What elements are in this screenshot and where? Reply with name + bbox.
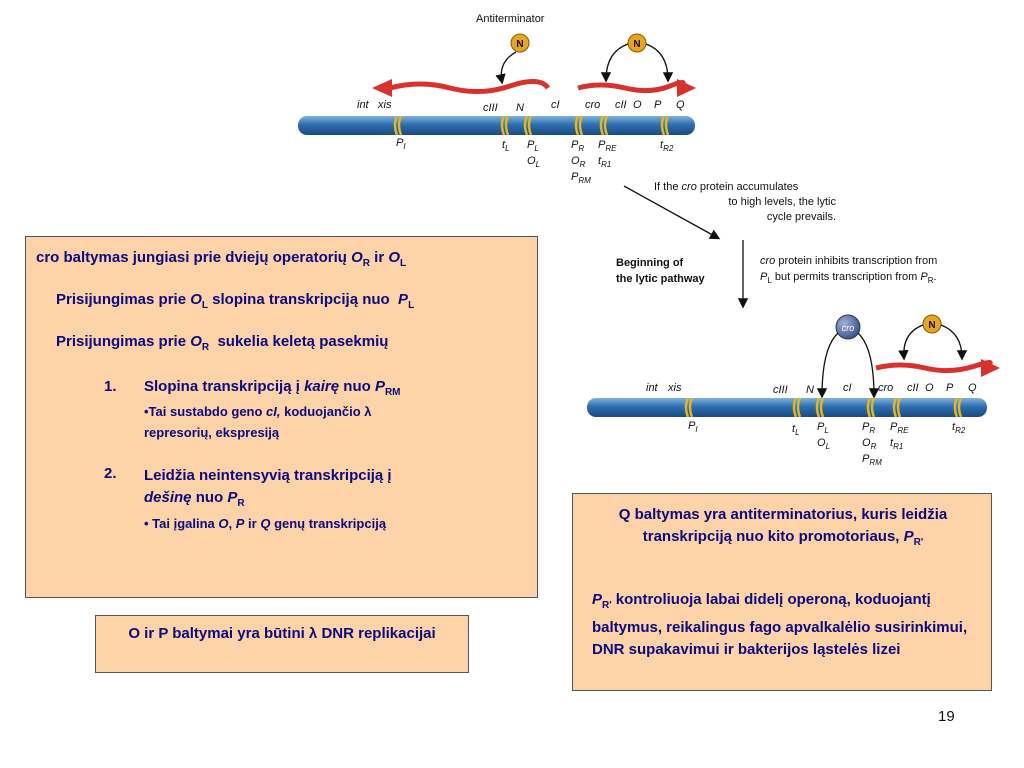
- gene-n-b: N: [806, 384, 814, 396]
- mrna-left-arrow: [372, 79, 551, 97]
- site-tr2-bottom: tR2: [952, 421, 966, 435]
- dna-strand-bottom: [587, 398, 987, 417]
- q-protein-box: Q baltymas yra antiterminatorius, kuris …: [572, 493, 992, 691]
- beginning-label-1: Beginning of: [616, 257, 684, 269]
- site-tr2-top: tR2: [660, 139, 674, 153]
- consequence-subitem-2: • Tai įgalina O, P ir Q genų transkripci…: [144, 516, 387, 531]
- accumulate-note-1: If the cro protein accumulates: [654, 181, 799, 193]
- site-or-top: OR: [571, 155, 586, 169]
- gene-ci-b: cI: [843, 382, 852, 394]
- gene-xis: xis: [377, 99, 392, 111]
- gene-cii: cII: [615, 99, 627, 111]
- gene-ciii: cIII: [483, 102, 498, 114]
- op-proteins-box: O ir P baltymai yra būtini λ DNR replika…: [95, 615, 469, 673]
- antiterminator-label: Antiterminator: [476, 13, 545, 25]
- q-protein-paragraph: Q baltymas yra antiterminatorius, kuris …: [618, 506, 948, 548]
- site-prm-bottom: PRM: [862, 453, 882, 467]
- cro-binding-heading: cro baltymas jungiasi prie dviejų operat…: [36, 249, 407, 269]
- site-ol-top: OL: [527, 155, 540, 169]
- mrna-right-arrow: [577, 79, 696, 97]
- n-arrow-left: [495, 51, 517, 85]
- inhibit-note-1: cro protein inhibits transcription from: [760, 255, 937, 267]
- or-binding-line: Prisijungimas prie OR sukelia keletą pas…: [56, 333, 389, 353]
- gene-xis-b: xis: [667, 382, 682, 394]
- n-protein-icon: N: [510, 33, 530, 53]
- gene-q: Q: [676, 99, 685, 111]
- gene-p-b: P: [946, 382, 954, 394]
- gene-cro: cro: [585, 99, 600, 111]
- gene-p: P: [654, 99, 662, 111]
- cro-binding-box: cro baltymas jungiasi prie dviejų operat…: [25, 236, 538, 598]
- svg-text:N: N: [516, 39, 523, 50]
- accumulate-note-3: cycle prevails.: [767, 211, 836, 223]
- ol-binding-line: Prisijungimas prie OL slopina transkripc…: [56, 291, 415, 311]
- n-protein-icon-bottom: N: [922, 314, 942, 334]
- site-or-bottom: OR: [862, 437, 877, 451]
- n-protein-icon-right: N: [627, 33, 647, 53]
- site-prm-top: PRM: [571, 171, 591, 185]
- gene-int: int: [357, 99, 370, 111]
- gene-cii-b: cII: [907, 382, 919, 394]
- site-pre-bottom: PRE: [890, 421, 909, 435]
- n-arrow-bottom-a: [898, 324, 924, 361]
- mrna-right-arrow-bottom: [875, 359, 1000, 377]
- n-arrow-right-a: [600, 43, 629, 83]
- gene-ci: cI: [551, 99, 560, 111]
- inhibit-note-2: PL but permits transcription from PR.: [760, 271, 937, 285]
- site-pi-top: PI: [396, 137, 406, 151]
- gene-o: O: [633, 99, 642, 111]
- page-number: 19: [938, 708, 955, 725]
- site-tr1-bottom: tR1: [890, 437, 903, 451]
- site-pre-top: PRE: [598, 139, 617, 153]
- site-tr1-top: tR1: [598, 155, 611, 169]
- site-pl-bottom: PL: [817, 421, 829, 435]
- gene-o-b: O: [925, 382, 934, 394]
- site-pi-bottom: PI: [688, 420, 698, 434]
- site-pr-bottom: PR: [862, 421, 875, 435]
- dna-sites-top: [393, 115, 670, 136]
- cro-arrow-left: [816, 332, 839, 399]
- cro-protein-icon: cro: [835, 314, 861, 340]
- gene-ciii-b: cIII: [773, 384, 788, 396]
- site-pr-top: PR: [571, 139, 584, 153]
- site-tl-top: tL: [502, 139, 510, 153]
- gene-q-b: Q: [968, 382, 977, 394]
- gene-int-b: int: [646, 382, 659, 394]
- gene-cro-b: cro: [878, 382, 893, 394]
- gene-n: N: [516, 102, 524, 114]
- site-pl-top: PL: [527, 139, 539, 153]
- svg-text:N: N: [928, 320, 935, 331]
- svg-text:cro: cro: [842, 323, 855, 333]
- accumulate-arrow: [623, 185, 721, 240]
- consequence-subitem-1: •Tai sustabdo geno cI, koduojančio λ rep…: [144, 404, 372, 440]
- cro-arrow-right: [857, 332, 880, 399]
- accumulate-note-2: to high levels, the lytic: [728, 196, 836, 208]
- dna-sites-bottom: [684, 397, 963, 418]
- beginning-label-2: the lytic pathway: [616, 273, 706, 285]
- n-arrow-bottom-b: [940, 324, 968, 361]
- n-arrow-right-b: [645, 43, 674, 83]
- dna-strand-top: [298, 116, 695, 135]
- site-ol-bottom: OL: [817, 437, 830, 451]
- svg-text:N: N: [633, 39, 640, 50]
- site-tl-bottom: tL: [792, 423, 800, 437]
- op-proteins-text: O ir P baltymai yra būtini λ DNR replika…: [128, 625, 436, 642]
- pr-prime-paragraph: PR' kontroliuoja labai didelį operoną, k…: [592, 591, 968, 658]
